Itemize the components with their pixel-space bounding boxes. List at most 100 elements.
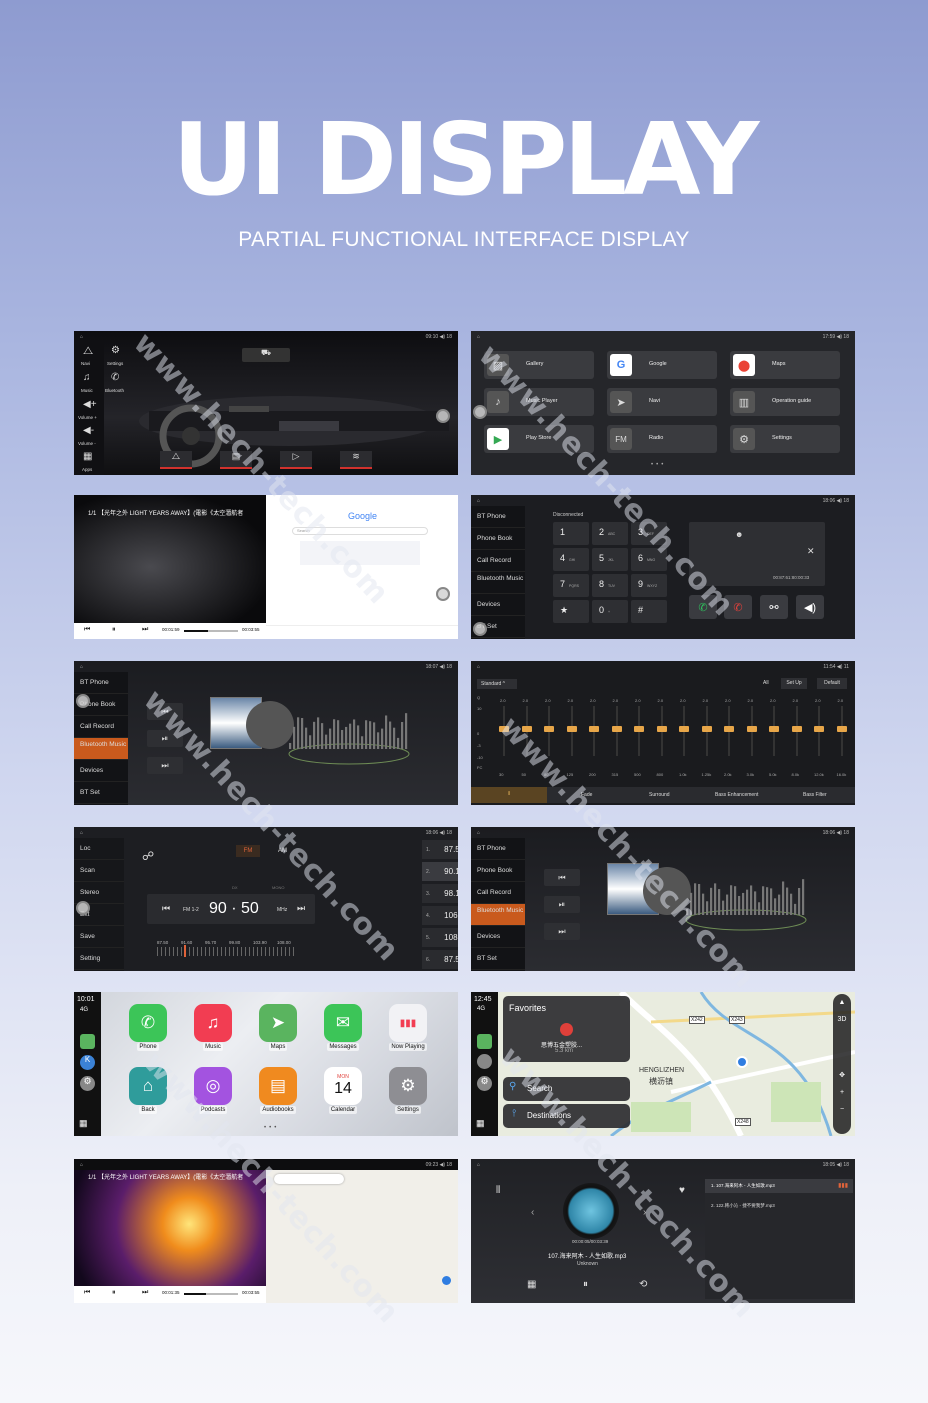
prev-icon[interactable]: ⏮ — [84, 626, 91, 633]
menu-stereo[interactable]: Stereo — [74, 882, 124, 904]
home-icon[interactable]: ⌂ — [80, 333, 84, 340]
menu-phone-book[interactable]: Phone Book — [74, 694, 128, 716]
eq-band-slider[interactable] — [521, 706, 532, 756]
tuning-needle[interactable] — [184, 945, 186, 957]
app-navi[interactable]: ➤Navi — [607, 388, 717, 416]
menu-bluetooth-music[interactable]: Bluetooth Music — [74, 738, 128, 760]
map-mode-3d[interactable]: 3D — [837, 1016, 847, 1023]
menu-devices[interactable]: Devices — [471, 926, 525, 948]
carplay-app-phone[interactable]: ✆Phone — [129, 1004, 167, 1051]
eq-band-knob[interactable] — [769, 726, 779, 732]
home-icon[interactable]: ⌂ — [80, 1161, 84, 1168]
home-icon[interactable]: ⌂ — [477, 829, 481, 836]
menu-loc[interactable]: Loc — [74, 838, 124, 860]
preset-item[interactable]: 4.106.10MHz — [422, 906, 458, 925]
menu-devices[interactable]: Devices — [471, 594, 525, 616]
menu-bluetooth-music[interactable]: Bluetooth Music — [471, 572, 525, 594]
menu-bt-phone[interactable]: BT Phone — [74, 672, 128, 694]
pause-icon[interactable]: ⏸ — [112, 626, 116, 633]
navi-shortcut-button[interactable]: ⧍ — [160, 451, 192, 469]
eq-band-slider[interactable] — [746, 706, 757, 756]
menu-call-record[interactable]: Call Record — [74, 716, 128, 738]
eq-tab-surround[interactable]: Surround — [649, 792, 670, 798]
eq-all-button[interactable]: All — [763, 680, 769, 686]
menu-call-record[interactable]: Call Record — [471, 882, 525, 904]
dial-key[interactable]: 0+ — [592, 600, 628, 623]
home-icon[interactable]: ⌂ — [477, 333, 481, 340]
next-button[interactable]: ⏭ — [147, 757, 183, 774]
home-icon[interactable]: ⌂ — [477, 497, 481, 504]
eq-band-knob[interactable] — [656, 726, 667, 732]
search-card[interactable]: ⚲ Search — [503, 1077, 630, 1101]
settings-icon[interactable]: ⚙ — [111, 345, 120, 356]
list-icon[interactable]: ▦ — [527, 1279, 537, 1290]
eq-band-slider[interactable] — [814, 706, 824, 756]
repeat-icon[interactable]: ⟲ — [639, 1279, 648, 1290]
map-search-input[interactable] — [274, 1174, 344, 1184]
dashboard-icon[interactable]: ▦ — [79, 1118, 88, 1128]
pause-icon[interactable]: ⏸ — [583, 1279, 588, 1290]
volume-down-icon[interactable]: ◀- — [83, 425, 95, 436]
prev-button[interactable]: ⏮ — [544, 869, 580, 886]
prev-icon[interactable]: ⏮ — [84, 1289, 91, 1296]
app-maps[interactable]: ⬤Maps — [730, 351, 840, 379]
preset-item[interactable]: 5.108.00MHz — [422, 928, 458, 947]
zoom-in-icon[interactable]: + — [839, 1089, 845, 1096]
next-icon[interactable]: ⏭ — [142, 626, 149, 633]
eq-tab-bass-filter[interactable]: Bass Filter — [803, 792, 827, 798]
compass-icon[interactable]: ▲ — [838, 999, 846, 1006]
menu-save[interactable]: Save — [74, 926, 124, 948]
carplay-app-now-playing[interactable]: ▮▮▮Now Playing — [389, 1004, 427, 1051]
menu-scan[interactable]: Scan — [74, 860, 124, 882]
next-arrow-icon[interactable]: › — [643, 1207, 647, 1218]
video-progress[interactable] — [184, 1293, 238, 1295]
seek-prev-icon[interactable]: ⏮ — [162, 903, 171, 913]
clear-icon[interactable]: ✕ — [807, 546, 815, 556]
favorites-card[interactable]: Favorites 思博五金塑胶... 5.3 km — [503, 996, 630, 1062]
eq-band-slider[interactable] — [634, 706, 644, 756]
volume-up-icon[interactable]: ◀+ — [83, 399, 97, 410]
app-operation-guide[interactable]: ▥Operation guide — [730, 388, 840, 416]
floating-assist-button[interactable] — [436, 409, 450, 423]
eq-band-knob[interactable] — [521, 726, 532, 732]
menu-bt-phone[interactable]: BT Phone — [471, 506, 525, 528]
play-shortcut-button[interactable]: ▷ — [280, 451, 312, 469]
app-music-player[interactable]: ♪Music Player — [484, 388, 594, 416]
carplay-app-back[interactable]: ⌂Back — [129, 1067, 167, 1114]
menu-phone-book[interactable]: Phone Book — [471, 528, 525, 550]
home-icon[interactable]: ⌂ — [80, 829, 84, 836]
playlist-item-active[interactable]: 1. 107.海来阿木 - 人生如歌.mp3▮▮▮ — [705, 1179, 853, 1193]
eq-band-knob[interactable] — [589, 726, 599, 732]
prev-arrow-icon[interactable]: ‹ — [531, 1207, 535, 1218]
play-pause-button[interactable]: ⏯ — [147, 730, 183, 747]
floating-assist-button[interactable] — [473, 622, 487, 636]
eq-band-slider[interactable] — [544, 706, 554, 756]
maps-icon[interactable] — [477, 1034, 492, 1049]
video-progress[interactable] — [184, 630, 238, 632]
menu-bt-set[interactable]: BT Set — [74, 782, 128, 804]
settings-icon[interactable]: ⚙ — [477, 1076, 492, 1091]
zoom-out-icon[interactable]: − — [839, 1106, 845, 1113]
dashboard-icon[interactable]: ▦ — [476, 1118, 485, 1128]
preset-item[interactable]: 3.98.10MHz — [422, 884, 458, 903]
eq-band-slider[interactable] — [589, 706, 599, 756]
floating-assist-button[interactable] — [473, 405, 487, 419]
eq-band-slider[interactable] — [769, 706, 779, 756]
google-search-input[interactable]: Search — [292, 527, 428, 535]
band-am-button[interactable]: AM — [278, 848, 287, 854]
app-k-icon[interactable]: K — [80, 1055, 95, 1070]
app-gallery[interactable]: ▨Gallery — [484, 351, 594, 379]
carplay-app-messages[interactable]: ✉Messages — [324, 1004, 362, 1051]
eq-band-knob[interactable] — [814, 726, 824, 732]
